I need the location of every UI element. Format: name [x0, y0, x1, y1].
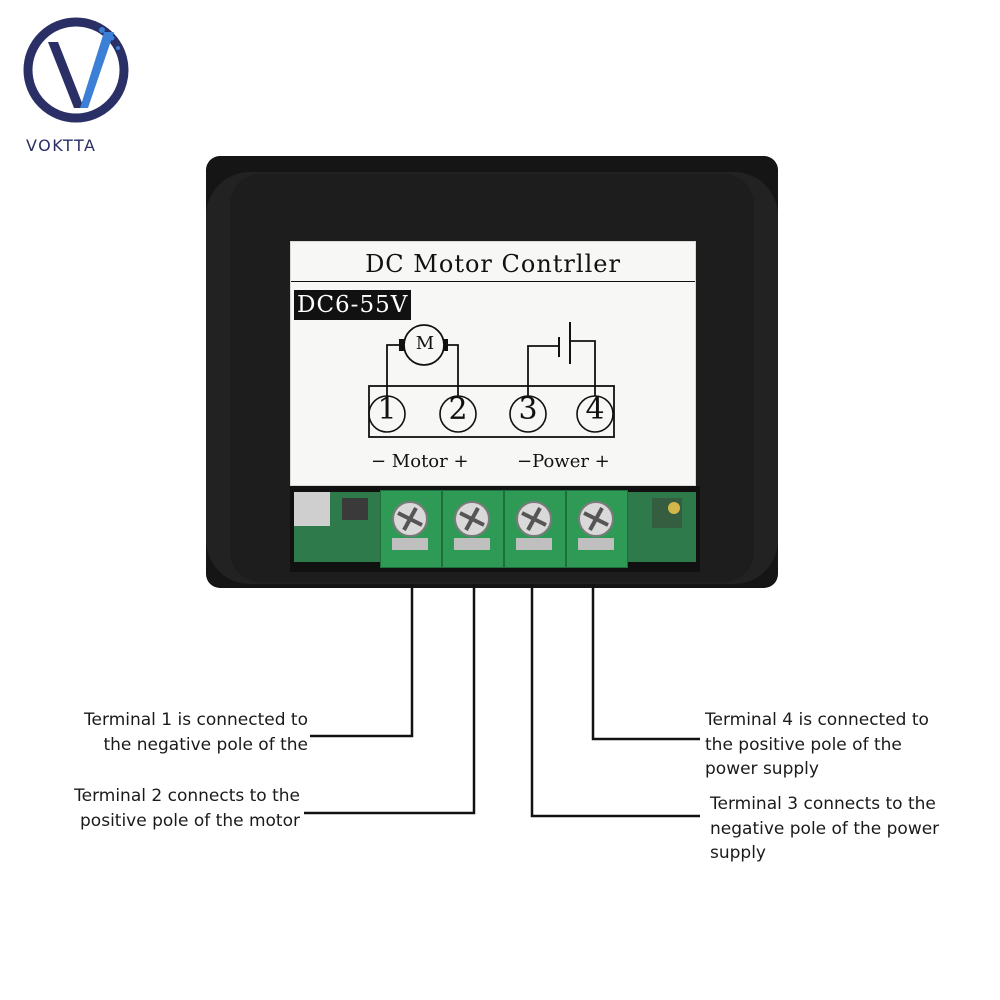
motor-group-label: − Motor + [371, 451, 469, 472]
device-label: DC Motor Contrller DC6-55V M 1 2 3 4 − M… [290, 241, 696, 486]
label-divider [291, 281, 695, 282]
screw-terminal-4 [566, 490, 628, 568]
callout-terminal-3: Terminal 3 connects to the negative pole… [710, 792, 995, 866]
power-group-label: −Power + [517, 451, 610, 472]
screw-terminal-2 [442, 490, 504, 568]
label-title: DC Motor Contrller [365, 250, 621, 278]
leader-line-terminal-2 [304, 585, 476, 815]
brand-logo: VOKTTA [18, 12, 134, 155]
callout-terminal-1-line-1: Terminal 1 is connected to [84, 710, 308, 730]
callout-terminal-3-line-2: negative pole of the power [710, 818, 940, 839]
callout-terminal-4-line-2: the positive pole of the [705, 734, 902, 755]
leader-line-terminal-4 [591, 585, 700, 741]
callout-terminal-2: Terminal 2 connects to the positive pole… [30, 784, 300, 833]
callout-terminal-3-line-1: Terminal 3 connects to the [710, 794, 936, 814]
screw-terminal-3 [504, 490, 566, 568]
screw-terminal-1 [380, 490, 442, 568]
leader-line-terminal-1 [310, 585, 414, 738]
motor-symbol [403, 324, 445, 366]
voltage-rating: DC6-55V [294, 290, 412, 320]
callout-terminal-3-line-3: supply [710, 843, 766, 863]
callout-terminal-4-line-3: power supply [705, 759, 819, 779]
terminal-4-number: 4 [585, 392, 605, 427]
callout-terminal-2-line-1: Terminal 2 connects to the [74, 786, 300, 806]
leader-line-terminal-3 [530, 585, 700, 818]
callout-terminal-2-line-2: positive pole of the motor [80, 810, 300, 831]
callout-terminal-1: Terminal 1 is connected to the negative … [40, 708, 308, 757]
terminal-1-number: 1 [377, 392, 397, 427]
brand-name: VOKTTA [26, 136, 97, 155]
brand-logo-mark [23, 17, 129, 123]
wiring-schematic [368, 322, 615, 438]
terminal-3-number: 3 [518, 392, 538, 427]
terminal-2-number: 2 [448, 392, 468, 427]
callout-terminal-1-line-2: the negative pole of the [103, 734, 308, 755]
motor-letter: M [415, 333, 435, 354]
callout-terminal-4: Terminal 4 is connected to the positive … [705, 708, 990, 782]
callout-terminal-4-line-1: Terminal 4 is connected to [705, 710, 929, 730]
